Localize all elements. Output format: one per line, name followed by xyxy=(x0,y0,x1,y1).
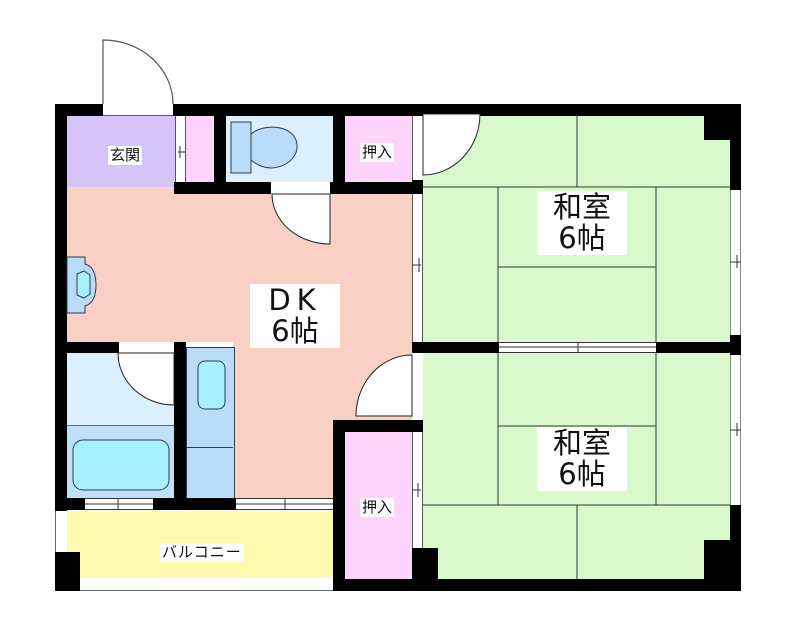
tatami-lines-bottom xyxy=(423,353,730,579)
washitsu-bottom-label-size: 6帖 xyxy=(558,457,606,491)
toilet-door-icon[interactable] xyxy=(271,193,331,245)
toilet-icon xyxy=(230,121,298,174)
wall-washitsu-divider-right xyxy=(656,342,741,353)
shoe-closet xyxy=(186,116,214,182)
dk-label-name: DK xyxy=(268,283,322,317)
door-opening-washitsu-bottom xyxy=(412,353,423,420)
washbasin-icon xyxy=(66,256,97,314)
wall-bath-bottom-mid xyxy=(153,498,236,510)
wall-right-top xyxy=(730,104,741,190)
window-ticks xyxy=(85,146,741,509)
balcony-rail-bottom xyxy=(80,578,333,591)
wall-bath-top xyxy=(55,342,119,353)
wall-bath-right xyxy=(174,342,186,510)
dk-label-size: 6帖 xyxy=(271,314,319,348)
wall-toilet-left xyxy=(214,116,226,186)
door-opening-bath xyxy=(119,342,174,353)
washitsu-top-label: 和室 6帖 xyxy=(537,191,627,255)
washitsu-bottom-label-name: 和室 xyxy=(552,426,611,460)
washitsu-bottom-door-icon[interactable] xyxy=(355,354,413,417)
balcony-rail-left xyxy=(55,511,67,552)
dk-room xyxy=(67,187,412,342)
pillar-top-right xyxy=(704,104,741,140)
wall-genkan-bottom xyxy=(174,182,271,194)
wall-top-left xyxy=(55,104,103,116)
balcony-label: バルコニー xyxy=(160,543,244,562)
sliding-door-dk-top[interactable] xyxy=(412,194,423,342)
wall-top xyxy=(173,104,741,116)
washitsu-top-label-name: 和室 xyxy=(552,190,611,224)
kitchen-sink-icon xyxy=(197,360,226,410)
wall-bath-bottom xyxy=(55,498,85,510)
dk-label: DK 6帖 xyxy=(250,284,340,348)
sliding-door-closet-top[interactable] xyxy=(412,116,423,180)
wall-toilet-bottom xyxy=(330,182,423,194)
bathtub-icon xyxy=(72,439,170,491)
entrance-door-opening xyxy=(103,104,173,116)
entrance-door-icon[interactable] xyxy=(102,39,174,105)
washitsu-bottom-label: 和室 6帖 xyxy=(537,427,627,491)
bath-door-icon[interactable] xyxy=(117,352,175,406)
closet-top-label: 押入 xyxy=(360,143,395,162)
wall-closet-bottom-top xyxy=(333,420,423,432)
wall-closet-bottom-left xyxy=(333,420,345,591)
wall-closet-right xyxy=(412,180,423,194)
closet-bottom-label: 押入 xyxy=(360,498,395,517)
wall-washitsu-divider-left xyxy=(412,342,499,353)
tatami-lines-top xyxy=(423,114,730,342)
kitchen-counter-divider xyxy=(186,447,233,448)
door-opening-toilet xyxy=(271,182,330,194)
wall-toilet-right xyxy=(333,116,345,186)
genkan-label: 玄関 xyxy=(108,146,143,165)
wall-closet-bottom-bottom xyxy=(333,579,423,591)
wall-left xyxy=(55,104,67,512)
washitsu-top-label-size: 6帖 xyxy=(558,221,606,255)
pillar-bottom-left xyxy=(55,552,80,591)
dk-room-lower xyxy=(233,342,333,498)
washitsu-top-door-icon[interactable] xyxy=(422,113,481,176)
